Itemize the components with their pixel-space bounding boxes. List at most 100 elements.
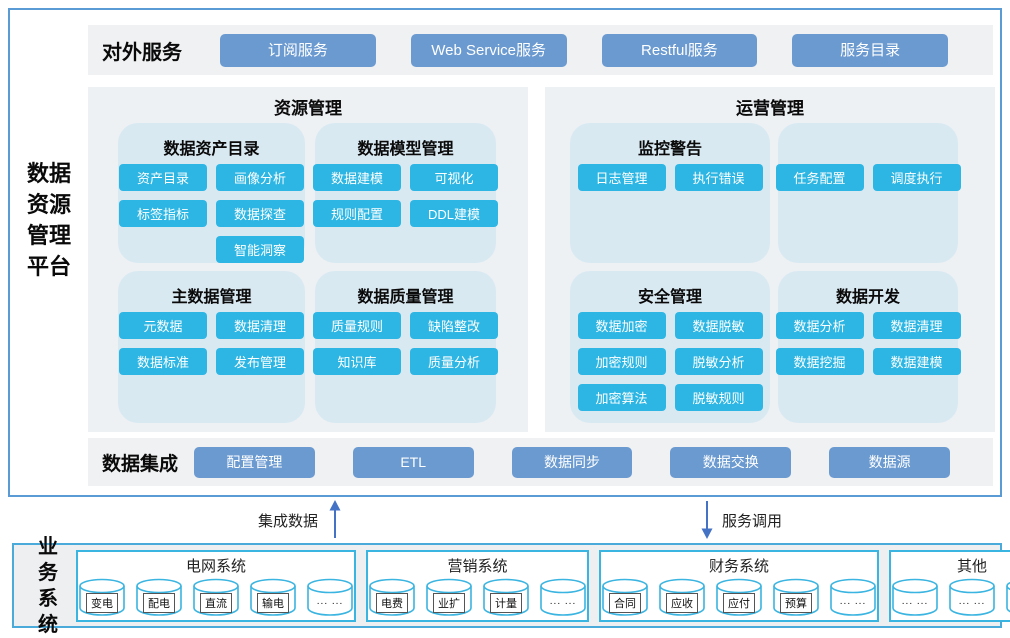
master-data-management-section: 主数据管理 元数据 数据清理 数据标准 发布管理 xyxy=(118,271,305,423)
section-title: 主数据管理 xyxy=(171,289,252,306)
data-modeling-button[interactable]: 数据建模 xyxy=(313,164,401,191)
section-title: 数据模型管理 xyxy=(357,141,454,158)
section-buttons: 质量规则 缺陷整改 知识库 质量分析 xyxy=(313,312,498,375)
business-systems-groups: 电网系统 变电 配电 直流 输电 xyxy=(76,549,1010,622)
ddl-modeling-button[interactable]: DDL建模 xyxy=(410,200,498,227)
data-encryption-button[interactable]: 数据加密 xyxy=(577,312,666,339)
arrow-down-icon xyxy=(701,501,713,539)
external-services-label: 对外服务 xyxy=(102,41,182,64)
data-standard-button[interactable]: 数据标准 xyxy=(119,348,207,375)
web-service-button[interactable]: Web Service服务 xyxy=(410,33,567,67)
data-exchange-button[interactable]: 数据交换 xyxy=(670,446,792,478)
operation-management-title: 运营管理 xyxy=(736,99,804,118)
platform-container: 数据资源管理平台 对外服务 订阅服务 Web Service服务 Restful… xyxy=(8,8,1002,497)
visualization-button[interactable]: 可视化 xyxy=(410,164,498,191)
database-icon xyxy=(830,578,876,616)
release-management-button[interactable]: 发布管理 xyxy=(216,348,304,375)
database-icon xyxy=(540,578,586,616)
database-label: 变电 xyxy=(86,592,118,613)
database-label: ... ... xyxy=(839,595,867,607)
group-title: 电网系统 xyxy=(185,557,246,575)
quality-rule-button[interactable]: 质量规则 xyxy=(313,312,401,339)
subscription-service-button[interactable]: 订阅服务 xyxy=(220,33,376,67)
data-analysis-button[interactable]: 数据分析 xyxy=(775,312,864,339)
schedule-execution-button[interactable]: 调度执行 xyxy=(872,164,961,191)
rule-config-button[interactable]: 规则配置 xyxy=(313,200,401,227)
section-buttons: 任务配置 调度执行 xyxy=(775,164,961,191)
data-integration-row: 数据集成 配置管理 ETL 数据同步 数据交换 数据源 xyxy=(88,438,993,486)
service-directory-button[interactable]: 服务目录 xyxy=(792,33,948,67)
knowledge-base-button[interactable]: 知识库 xyxy=(313,348,401,375)
database-cylinder: ... ... xyxy=(948,578,996,618)
masking-analysis-button[interactable]: 脱敏分析 xyxy=(674,348,763,375)
data-integration-label: 数据集成 xyxy=(102,453,179,475)
other-system-group: 其他 ... ... ... ... ... ... xyxy=(889,549,1010,622)
database-label: 业扩 xyxy=(433,592,465,613)
database-cylinder: ... ... xyxy=(891,578,939,618)
section-title xyxy=(778,135,958,155)
log-management-button[interactable]: 日志管理 xyxy=(577,164,666,191)
metadata-button[interactable]: 元数据 xyxy=(119,312,207,339)
tag-metric-button[interactable]: 标签指标 xyxy=(119,200,207,227)
quality-analysis-button[interactable]: 质量分析 xyxy=(410,348,498,375)
data-mining-button[interactable]: 数据挖掘 xyxy=(775,348,864,375)
database-label: 合同 xyxy=(609,592,641,613)
task-config-button[interactable]: 任务配置 xyxy=(775,164,864,191)
database-label: 配电 xyxy=(143,592,175,613)
encryption-rule-button[interactable]: 加密规则 xyxy=(577,348,666,375)
section-buttons: 数据加密 数据脱敏 加密规则 脱敏分析 加密算法 脱敏规则 xyxy=(570,312,770,411)
data-cleaning-button[interactable]: 数据清理 xyxy=(216,312,304,339)
database-label: ... ... xyxy=(901,595,929,607)
database-icon xyxy=(949,578,995,616)
masking-rule-button[interactable]: 脱敏规则 xyxy=(674,384,763,411)
database-cylinder: 计量 xyxy=(482,578,530,618)
arrow-up-icon xyxy=(329,500,341,538)
database-cylinder: 电费 xyxy=(368,578,416,618)
database-cylinder: 合同 xyxy=(601,578,649,618)
data-cleaning-button[interactable]: 数据清理 xyxy=(872,312,961,339)
section-buttons: 数据分析 数据清理 数据挖掘 数据建模 xyxy=(775,312,961,375)
encryption-algorithm-button[interactable]: 加密算法 xyxy=(577,384,666,411)
defect-rectification-button[interactable]: 缺陷整改 xyxy=(410,312,498,339)
etl-button[interactable]: ETL xyxy=(352,446,474,478)
data-quality-management-section: 数据质量管理 质量规则 缺陷整改 知识库 质量分析 xyxy=(313,271,498,423)
data-masking-button[interactable]: 数据脱敏 xyxy=(674,312,763,339)
section-title: 安全管理 xyxy=(637,289,702,306)
database-icon xyxy=(307,578,353,616)
group-title: 其他 xyxy=(956,557,987,575)
data-development-section: 数据开发 数据分析 数据清理 数据挖掘 数据建模 xyxy=(775,271,961,423)
data-source-button[interactable]: 数据源 xyxy=(829,446,950,478)
section-title: 数据资产目录 xyxy=(163,141,260,158)
security-management-section: 安全管理 数据加密 数据脱敏 加密规则 脱敏分析 加密算法 脱敏规则 xyxy=(570,271,770,423)
section-title: 数据开发 xyxy=(835,289,900,306)
external-services-row: 对外服务 订阅服务 Web Service服务 Restful服务 服务目录 xyxy=(88,25,993,75)
database-icon xyxy=(892,578,938,616)
execution-error-button[interactable]: 执行错误 xyxy=(674,164,763,191)
database-cylinder: ... ... xyxy=(1005,578,1010,618)
database-row: 电费 业扩 计量 ... ... xyxy=(368,578,587,618)
database-cylinder: 配电 xyxy=(135,578,183,618)
data-sync-button[interactable]: 数据同步 xyxy=(511,446,633,478)
group-title: 财务系统 xyxy=(708,557,769,575)
data-modeling-button[interactable]: 数据建模 xyxy=(872,348,961,375)
data-exploration-button[interactable]: 数据探查 xyxy=(216,200,304,227)
asset-catalog-button[interactable]: 资产目录 xyxy=(119,164,207,191)
integrate-data-label: 集成数据 xyxy=(258,513,319,530)
database-label: ... ... xyxy=(958,595,986,607)
monitoring-alert-section: 监控警告 日志管理 执行错误 xyxy=(570,123,770,263)
intelligent-insight-button[interactable]: 智能洞察 xyxy=(216,236,304,263)
finance-system-group: 财务系统 合同 应收 应付 预算 xyxy=(599,549,879,622)
database-label: 电费 xyxy=(376,592,408,613)
data-flow-arrows: 集成数据 服务调用 xyxy=(0,497,1010,543)
config-management-button[interactable]: 配置管理 xyxy=(194,446,315,478)
business-systems-label: 业务系统 xyxy=(38,535,58,636)
database-cylinder: 应收 xyxy=(658,578,706,618)
database-row: ... ... ... ... ... ... xyxy=(891,578,1010,618)
profile-analysis-button[interactable]: 画像分析 xyxy=(216,164,304,191)
database-label: 直流 xyxy=(200,592,232,613)
restful-service-button[interactable]: Restful服务 xyxy=(601,33,758,67)
database-row: 合同 应收 应付 预算 ... ... xyxy=(601,578,877,618)
operation-management-panel: 运营管理 监控警告 日志管理 执行错误 任务配置 调度执行 安全管理 数据加密 … xyxy=(545,87,995,432)
resource-management-panel: 资源管理 数据资产目录 资产目录 画像分析 标签指标 数据探查 智能洞察 数据模… xyxy=(88,87,528,432)
database-label: 输电 xyxy=(257,592,289,613)
